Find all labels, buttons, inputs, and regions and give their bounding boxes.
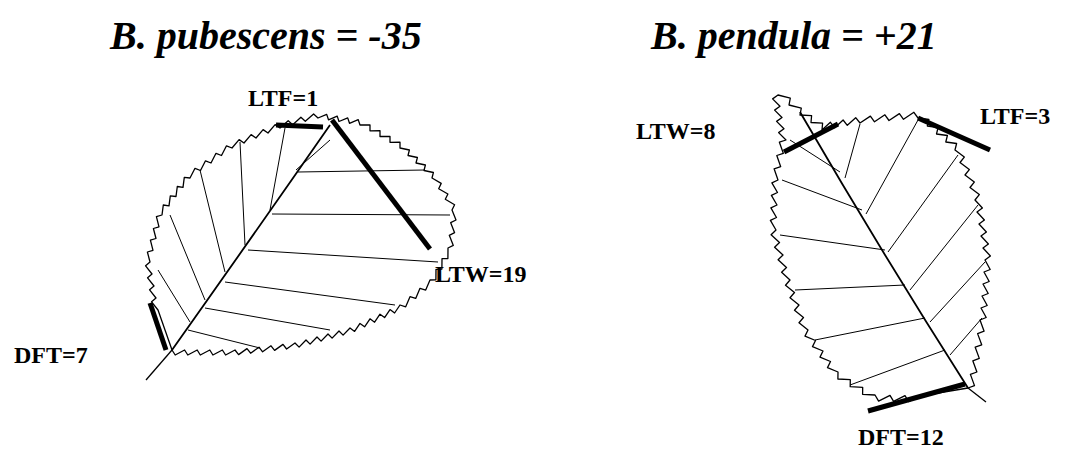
vein	[850, 350, 945, 385]
measure-label: LTF=3	[980, 104, 1050, 128]
vein	[888, 155, 958, 252]
vein	[200, 170, 225, 272]
vein	[248, 250, 438, 262]
vein	[780, 235, 885, 250]
species-title: B. pendula = +21	[651, 16, 937, 56]
vein	[910, 205, 978, 290]
vein	[240, 142, 245, 245]
vein	[270, 128, 285, 210]
midrib	[172, 125, 330, 350]
leaf-outline	[770, 95, 990, 402]
petiole	[968, 388, 986, 402]
vein	[225, 282, 395, 305]
vein	[296, 140, 330, 170]
vein	[272, 214, 450, 215]
measure-label: LTF=1	[248, 86, 318, 110]
measure-label: DFT=12	[858, 425, 944, 449]
vein	[205, 308, 330, 330]
vein	[845, 124, 860, 178]
vein	[170, 215, 205, 300]
vein	[866, 120, 918, 214]
vein	[950, 318, 982, 355]
petiole	[146, 350, 172, 380]
measure-label: LTW=8	[636, 119, 716, 143]
vein	[298, 170, 425, 172]
vein	[158, 270, 190, 322]
species-title: B. pubescens = -35	[110, 16, 422, 56]
measure-bars	[150, 118, 990, 411]
measure-label: DFT=7	[14, 343, 88, 367]
vein	[815, 318, 925, 340]
leaf-outline	[146, 114, 456, 355]
vein	[795, 285, 905, 290]
measure-label: LTW=19	[435, 262, 527, 286]
vein	[188, 330, 260, 348]
vein	[782, 180, 862, 210]
vein	[930, 262, 985, 322]
